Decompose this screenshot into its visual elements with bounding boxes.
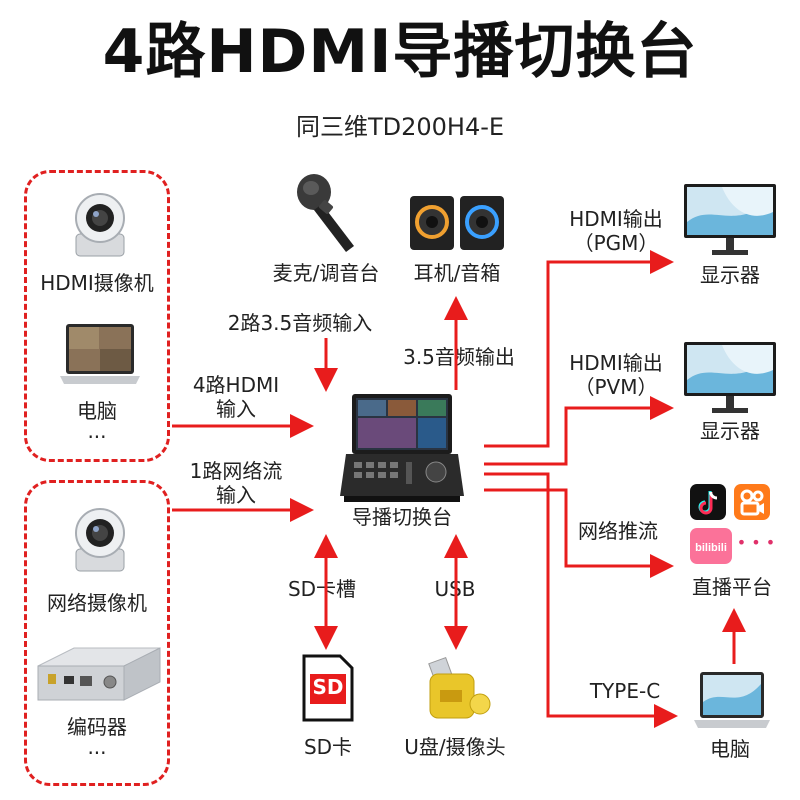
hdmi-input-label-line2: 输入 — [216, 397, 256, 421]
computer-label: 电脑 — [77, 399, 117, 423]
net-input-label-line1: 1路网络流 — [189, 459, 283, 483]
udisk-label: U盘/摄像头 — [404, 735, 506, 759]
hdmi-input-label-line1: 4路HDMI — [192, 373, 280, 397]
microphone-icon — [292, 172, 362, 254]
monitor-icon — [682, 182, 778, 258]
switcher-icon — [340, 392, 464, 504]
laptop-label: 电脑 — [710, 737, 750, 761]
kuaishou-icon — [734, 484, 770, 520]
encoder-icon — [34, 640, 164, 706]
bilibili-icon: bilibili — [690, 528, 732, 564]
pgm-output-label-line2: （PGM） — [573, 231, 659, 255]
tiktok-icon — [690, 484, 726, 520]
audio-output-label: 3.5音频输出 — [403, 345, 515, 369]
svg-text:bilibili: bilibili — [695, 542, 727, 554]
display1-label: 显示器 — [700, 263, 760, 287]
sd-card-text: SD — [312, 675, 344, 699]
more-ellipsis-bottom: ... — [87, 735, 107, 759]
network-camera-label: 网络摄像机 — [47, 591, 147, 615]
usb-drive-icon — [422, 656, 492, 724]
pgm-output-label-line1: HDMI输出 — [569, 207, 663, 231]
switcher-label: 导播切换台 — [352, 505, 452, 529]
stream-label: 网络推流 — [578, 519, 658, 543]
arrow-pvm — [484, 396, 674, 466]
hdmi-camera-label: HDMI摄像机 — [40, 271, 154, 295]
platform-label: 直播平台 — [692, 575, 772, 599]
platform-more-dots: • • • — [736, 533, 776, 552]
audio-input-label: 2路3.5音频输入 — [227, 311, 373, 335]
pvm-output-label-line2: （PVM） — [574, 375, 658, 399]
input-group-top — [24, 170, 170, 462]
encoder-label: 编码器 — [67, 715, 127, 739]
speaker-icon — [408, 192, 506, 252]
usb-label: USB — [434, 577, 476, 601]
camera-icon — [72, 505, 128, 575]
mic-label: 麦克/调音台 — [272, 261, 380, 285]
net-input-label-line2: 输入 — [216, 483, 256, 507]
sd-card-label: SD卡 — [303, 735, 353, 759]
input-group-bottom — [24, 480, 170, 786]
monitor-icon — [682, 340, 778, 416]
sd-card-icon: SD — [302, 654, 354, 722]
sd-slot-label: SD卡槽 — [287, 577, 357, 601]
display2-label: 显示器 — [700, 419, 760, 443]
speaker-label: 耳机/音箱 — [413, 261, 501, 285]
camera-icon — [72, 190, 128, 260]
page-title: 4路HDMI导播切换台 — [102, 17, 698, 87]
laptop-icon — [694, 670, 770, 732]
laptop-icon — [60, 320, 140, 390]
typec-label: TYPE-C — [589, 679, 661, 703]
pvm-output-label-line1: HDMI输出 — [569, 351, 663, 375]
more-ellipsis-top: ... — [87, 419, 107, 443]
page-subtitle: 同三维TD200H4-E — [295, 113, 505, 141]
